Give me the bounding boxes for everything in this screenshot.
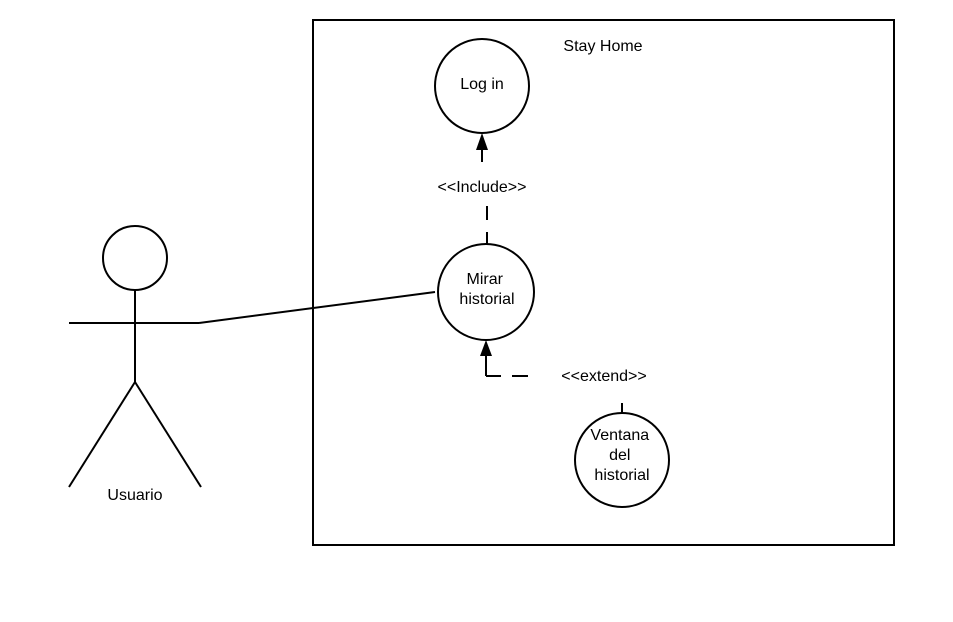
use-case-ventana-historial-line-2: del (609, 447, 630, 464)
use-case-mirar-historial-line-1: Mirar (467, 271, 504, 288)
use-case-login-line-1: Log in (460, 76, 504, 93)
use-case-mirar-historial-line-2: historial (459, 291, 514, 308)
extend-arrowhead (480, 340, 492, 356)
include-label: <<Include>> (438, 179, 527, 196)
actor-left-leg (68, 381, 136, 488)
system-boundary (312, 19, 895, 546)
use-case-login-shape (434, 38, 530, 134)
use-case-login-label: Log in (460, 76, 504, 93)
include-relation: <<Include>> (438, 133, 527, 244)
system-title: Stay Home (563, 38, 642, 55)
actor-head (102, 225, 168, 291)
association-line (198, 291, 436, 324)
use-case-ventana-historial-line-1: Ventana (590, 427, 649, 444)
use-case-ventana-historial-line-3: historial (594, 467, 649, 484)
use-case-mirar-historial-label: Mirar historial (459, 271, 514, 308)
actor-right-leg (134, 381, 202, 488)
extend-label: <<extend>> (561, 368, 646, 385)
include-arrowhead (476, 133, 488, 150)
use-case-ventana-historial-shape (574, 412, 670, 508)
actor-label: Usuario (107, 487, 162, 504)
use-case-login: Log in (434, 38, 530, 134)
actor-usuario: Usuario (68, 225, 202, 504)
use-case-ventana-historial-label: Ventana del historial (590, 427, 653, 484)
use-case-ventana-historial: Ventana del historial (574, 412, 670, 508)
use-case-mirar-historial: Mirar historial (437, 243, 535, 341)
use-case-mirar-historial-shape (437, 243, 535, 341)
extend-relation: <<extend>> (480, 340, 647, 414)
